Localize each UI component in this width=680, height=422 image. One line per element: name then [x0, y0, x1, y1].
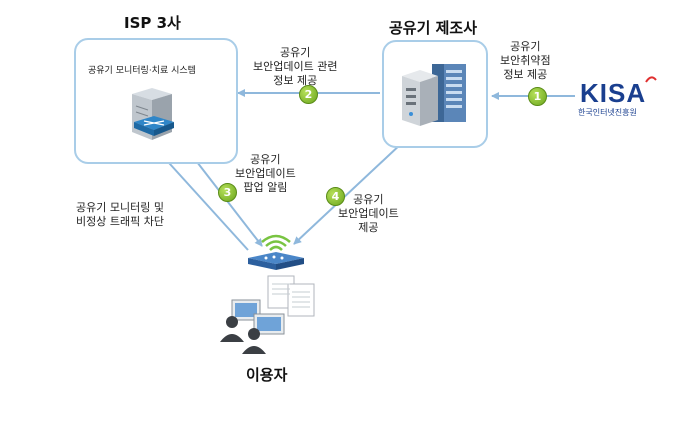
isp-system-label: 공유기 모니터링·치료 시스템 [88, 66, 196, 76]
kisa-logo-accent [645, 76, 657, 83]
isp-title: ISP 3사 [124, 14, 181, 32]
document-icon [267, 275, 315, 317]
manufacturer-server-icon [402, 64, 466, 126]
users-icon [220, 275, 315, 354]
manufacturer-title: 공유기 제조사 [389, 19, 478, 37]
step-1-badge: 1 [528, 87, 547, 106]
person-icon [220, 316, 266, 354]
router-icon [248, 234, 304, 270]
step-2-badge: 2 [299, 85, 318, 104]
arrow-manufacturer-to-router [293, 141, 404, 245]
step-3-badge: 3 [218, 183, 237, 202]
step-4-badge: 4 [326, 187, 345, 206]
kisa-org-name: 한국인터넷진흥원 [578, 108, 637, 117]
monitor-icon [231, 299, 285, 335]
kisa-logo: KISA [580, 78, 647, 108]
users-title: 이용자 [246, 366, 288, 384]
isp-server-icon [132, 88, 174, 140]
